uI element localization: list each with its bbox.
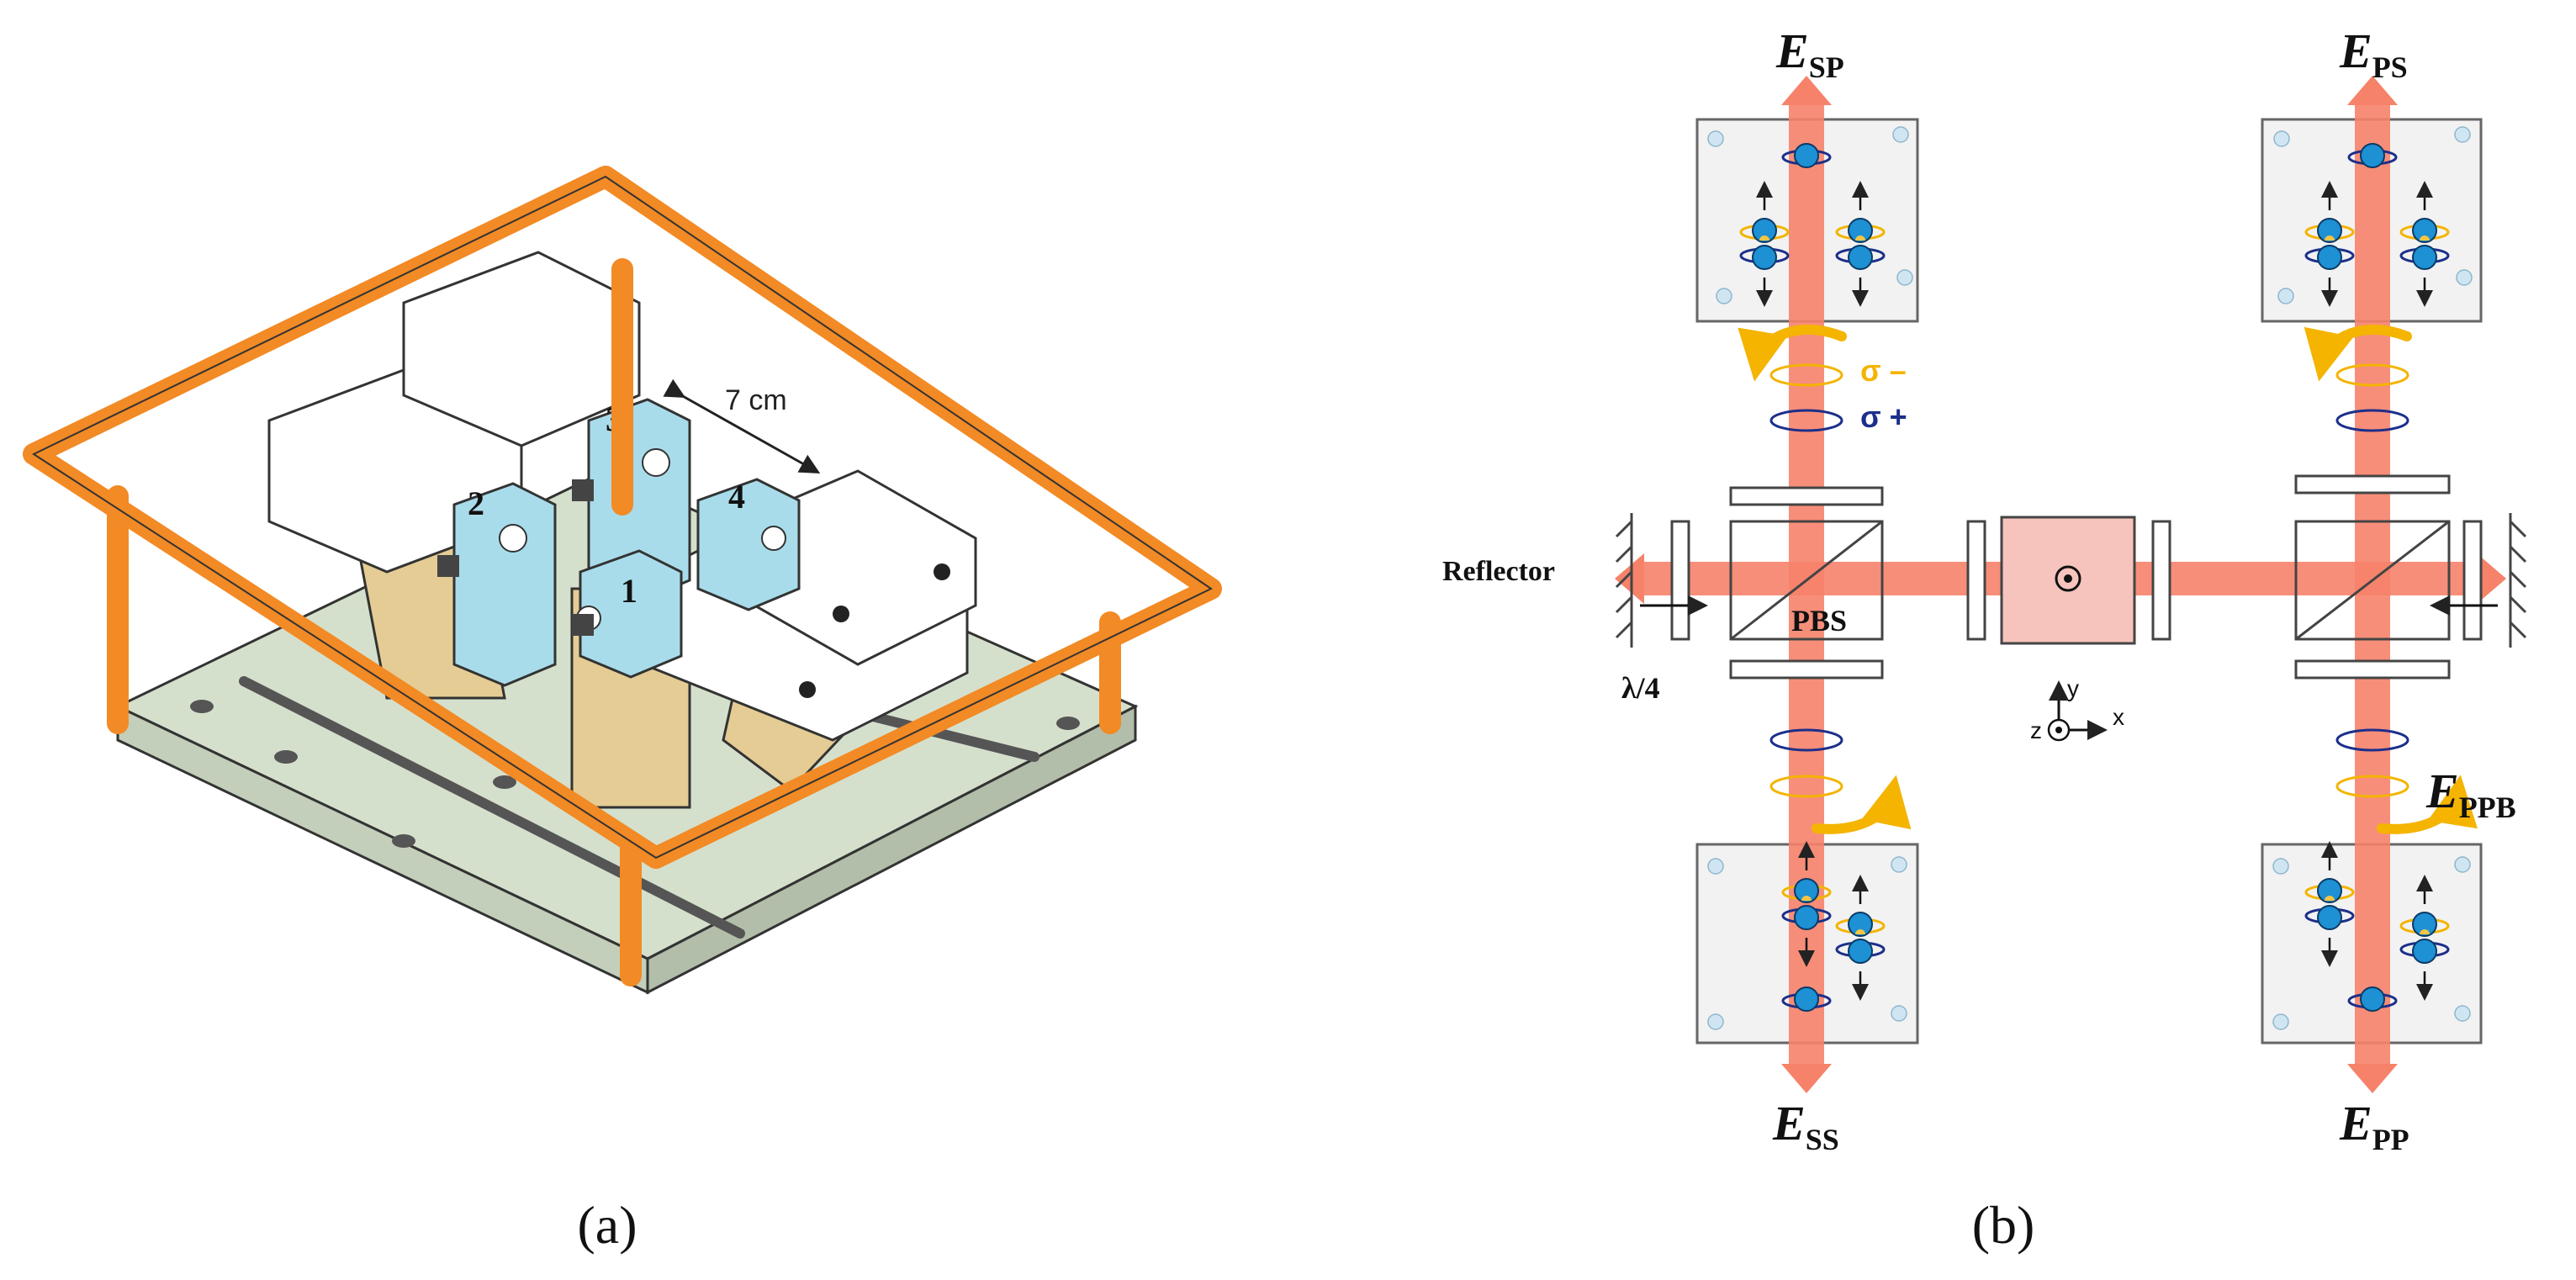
output-label-epp: EPP	[2339, 1096, 2409, 1156]
rotation-arrows	[1738, 325, 2478, 834]
pbs-right	[2294, 520, 2451, 641]
pbs-label: PBS	[1791, 604, 1847, 637]
dimension-label: 7 cm	[725, 384, 787, 416]
fitting	[572, 479, 594, 501]
magnetic-field-out-icon	[2055, 565, 2081, 592]
buffer-gas-dots	[1707, 126, 2473, 1030]
screw-knob	[799, 681, 816, 698]
screw-knob	[934, 563, 950, 580]
output-label-esp: ESP	[1775, 24, 1844, 84]
panel-b-schematic: σ – σ + PBS	[1442, 24, 2527, 1255]
module-label-1: 1	[621, 572, 637, 610]
sigma-plus-label: σ +	[1860, 399, 1907, 434]
beam-arrow-right	[2477, 553, 2506, 604]
coordinate-axes: y x z	[2030, 675, 2124, 743]
beam-arrow-up-right	[2347, 76, 2398, 105]
pbs-left	[1729, 520, 1884, 641]
base-hole	[1056, 717, 1080, 730]
output-label-ess: ESS	[1772, 1096, 1839, 1156]
module-label-4: 4	[728, 478, 745, 516]
dimension-arrow	[663, 378, 821, 473]
reflector-label: Reflector	[1442, 556, 1555, 587]
beam-arrow-down-left	[1781, 1064, 1832, 1093]
screw-knob	[833, 606, 849, 622]
axis-y-label: y	[2067, 675, 2079, 701]
sigma-minus-label: σ –	[1860, 353, 1907, 388]
output-label-eps: EPS	[2339, 24, 2408, 84]
module-2: 2	[452, 482, 557, 687]
base-hole	[274, 750, 298, 764]
module-label-2: 2	[468, 484, 484, 522]
panel-a-caption: (a)	[577, 1195, 637, 1255]
reflector-left	[1615, 513, 1633, 648]
module-4: 4	[696, 478, 801, 611]
waveplates	[1670, 474, 2483, 680]
panel-a-apparatus: 2 3 1 4 7 cm	[23, 166, 1222, 1255]
base-hole	[392, 834, 415, 848]
white-block-left-top	[402, 251, 641, 447]
fitting	[437, 555, 459, 577]
base-slot	[239, 676, 745, 939]
fitting	[572, 614, 594, 636]
beam-arrow-down-right	[2347, 1064, 2398, 1093]
base-plate-right-side	[646, 704, 1137, 995]
base-hole	[493, 775, 516, 789]
axis-x-label: x	[2113, 704, 2124, 730]
output-label-eppb: EPPB	[2425, 764, 2516, 824]
reflector-right	[2509, 513, 2527, 648]
axis-z-label: z	[2030, 717, 2042, 743]
base-hole	[190, 700, 214, 713]
quarter-wave-label: λ/4	[1621, 671, 1660, 705]
beam-arrow-left	[1615, 553, 1644, 604]
panel-b-caption: (b)	[1972, 1195, 2035, 1255]
beam-arrow-up-left	[1781, 76, 1832, 105]
